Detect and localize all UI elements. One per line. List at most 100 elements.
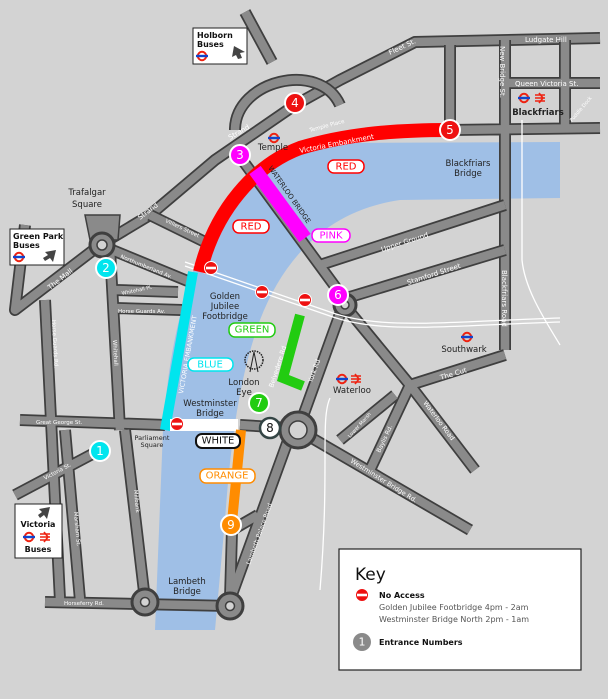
svg-text:Bridge: Bridge: [196, 409, 224, 419]
svg-text:RED: RED: [241, 222, 262, 233]
tube-icon: [460, 331, 474, 343]
svg-text:Whitehall: Whitehall: [111, 340, 118, 367]
svg-text:5: 5: [446, 123, 454, 137]
svg-text:Holborn: Holborn: [197, 31, 233, 40]
svg-text:Golden: Golden: [210, 292, 240, 302]
svg-text:6: 6: [334, 288, 342, 302]
svg-text:8: 8: [266, 421, 274, 435]
route-cyan: [160, 271, 198, 431]
no-entry-icon: [298, 293, 312, 307]
route-pink: [249, 165, 311, 243]
svg-text:9: 9: [227, 518, 235, 532]
tube-icon: [517, 92, 531, 104]
svg-text:1: 1: [359, 636, 366, 649]
svg-text:Horseferry Rd.: Horseferry Rd.: [64, 601, 104, 607]
svg-text:ORANGE: ORANGE: [206, 471, 249, 482]
entrance-2: 2: [95, 257, 117, 279]
entrance-5: 5: [439, 119, 461, 141]
svg-text:No Access: No Access: [379, 591, 425, 600]
svg-text:WHITE: WHITE: [202, 436, 235, 447]
tube-icon: [335, 373, 349, 385]
route-labels: RED RED PINK GREEN BLUE WHITE ORANGE: [187, 159, 365, 484]
svg-text:London: London: [228, 378, 259, 388]
road-network: [9, 9, 601, 621]
entrance-4: 4: [284, 92, 306, 114]
svg-text:Westminster: Westminster: [183, 399, 237, 409]
london-eye-icon: [244, 350, 264, 373]
svg-text:Westminster Bridge Rd.: Westminster Bridge Rd.: [349, 457, 418, 505]
entrance-6: 6: [327, 284, 349, 306]
rail-icon: [39, 531, 51, 543]
bus-box-holborn: Holborn Buses: [192, 27, 248, 65]
entrance-9: 9: [220, 514, 242, 536]
bus-box-victoria: Victoria Buses: [14, 503, 63, 559]
svg-text:Waterloo Road: Waterloo Road: [421, 399, 456, 442]
entrance-markers: 1 2 3 4 5 6 7 8 9: [89, 92, 461, 536]
entrance-1: 1: [89, 440, 111, 462]
arrow-icon: [38, 507, 50, 519]
svg-text:Lambeth: Lambeth: [168, 577, 206, 587]
svg-text:Bridge: Bridge: [173, 587, 201, 597]
svg-text:Parliament: Parliament: [135, 434, 170, 442]
svg-text:Victoria: Victoria: [21, 520, 56, 529]
no-entry-icon: [255, 285, 269, 299]
svg-text:Square: Square: [141, 441, 164, 449]
svg-text:Trafalgar: Trafalgar: [67, 188, 106, 198]
entrance-7: 7: [248, 392, 270, 414]
svg-text:Ludgate Hill: Ludgate Hill: [525, 36, 567, 44]
map-key: Key No Access Golden Jubilee Footbridge …: [338, 548, 582, 671]
svg-text:Marsham St.: Marsham St.: [72, 512, 81, 547]
svg-text:Puddle Dock: Puddle Dock: [569, 96, 594, 124]
svg-text:Square: Square: [72, 200, 102, 210]
svg-text:Golden Jubilee Footbridge 4pm: Golden Jubilee Footbridge 4pm - 2am: [379, 603, 529, 612]
svg-text:Footbridge: Footbridge: [202, 312, 248, 322]
svg-text:Horse Guards Av.: Horse Guards Av.: [118, 309, 165, 315]
svg-text:Southwark: Southwark: [441, 345, 486, 355]
svg-text:Buses: Buses: [13, 241, 40, 250]
svg-text:2: 2: [102, 261, 110, 275]
svg-text:BLUE: BLUE: [197, 360, 223, 371]
svg-text:3: 3: [236, 148, 244, 162]
svg-text:RED: RED: [336, 162, 357, 173]
route-green: [277, 313, 305, 391]
svg-text:New Bridge St.: New Bridge St.: [498, 46, 506, 98]
bus-box-green-park: Green Park Buses: [9, 228, 65, 266]
svg-text:Entrance Numbers: Entrance Numbers: [379, 638, 463, 647]
svg-text:1: 1: [96, 444, 104, 458]
svg-text:Temple: Temple: [257, 143, 288, 153]
svg-text:GREEN: GREEN: [235, 325, 270, 336]
svg-text:4: 4: [291, 96, 299, 110]
svg-text:Great George St.: Great George St.: [36, 420, 83, 426]
rail-icon: [350, 373, 362, 385]
svg-text:Waterloo: Waterloo: [333, 386, 371, 396]
no-entry-icon: [170, 417, 184, 431]
svg-text:Millbank: Millbank: [132, 490, 140, 514]
svg-text:Eye: Eye: [236, 388, 252, 398]
svg-text:Blackfriars: Blackfriars: [446, 159, 492, 169]
svg-text:PINK: PINK: [319, 231, 342, 242]
svg-text:Jubilee: Jubilee: [210, 302, 239, 312]
svg-text:Green Park: Green Park: [13, 232, 64, 241]
place-labels: Trafalgar Square Golden Jubilee Footbrid…: [67, 159, 491, 597]
arrow-icon: [43, 250, 56, 262]
rail-icon: [534, 92, 546, 104]
no-entry-icon: [204, 261, 218, 275]
svg-text:Queen Victoria St.: Queen Victoria St.: [515, 80, 578, 88]
svg-text:Blackfriars Road: Blackfriars Road: [500, 270, 508, 327]
entrance-3: 3: [229, 144, 251, 166]
svg-text:Bridge: Bridge: [454, 169, 482, 179]
tube-icon: [267, 132, 281, 144]
entrance-sample-icon: [353, 633, 371, 651]
railway-lines: [184, 120, 561, 591]
river-thames: [155, 142, 560, 630]
svg-text:Blackfriars: Blackfriars: [512, 108, 564, 118]
arrow-icon: [232, 46, 245, 59]
svg-text:Horse Guards Rd.: Horse Guards Rd.: [50, 320, 59, 369]
svg-text:7: 7: [255, 396, 263, 410]
svg-text:Westminster Bridge North 2pm -: Westminster Bridge North 2pm - 1am: [379, 615, 529, 624]
svg-text:Buses: Buses: [25, 545, 52, 554]
stations: Temple Blackfriars Southwark Waterloo: [257, 92, 564, 396]
route-red: [193, 123, 451, 274]
no-entry-icon: [355, 588, 369, 602]
